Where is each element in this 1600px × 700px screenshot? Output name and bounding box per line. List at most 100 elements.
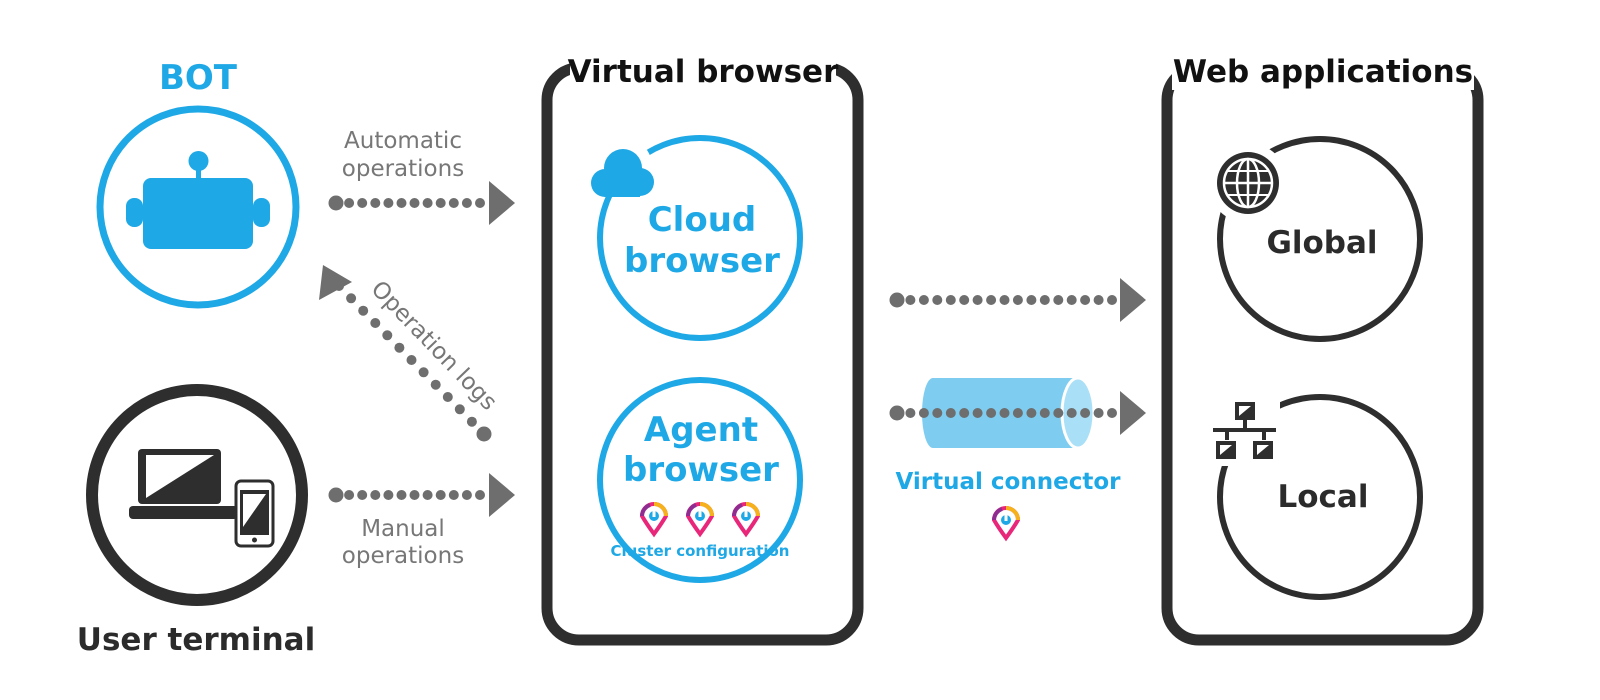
cloud-icon <box>580 138 654 197</box>
arrow-dot <box>972 408 983 418</box>
arrow-dot <box>418 367 429 378</box>
global-arrow-dots <box>889 292 1117 308</box>
arrow-dot <box>1039 408 1050 418</box>
arrow-dot <box>1026 295 1037 305</box>
global-label: Global <box>1266 225 1377 261</box>
arrow-dot <box>370 490 381 500</box>
manual-operations-dots <box>328 487 485 503</box>
arrow-dot <box>986 408 997 418</box>
arrow-dot <box>945 295 956 305</box>
automatic-operations-arrowhead <box>489 181 515 225</box>
arrow-dot <box>396 198 407 208</box>
arrow-dot <box>430 379 441 390</box>
arrow-dot <box>344 198 355 208</box>
arrow-dot <box>383 490 394 500</box>
arrow-dot <box>1093 295 1104 305</box>
virtual-connector-label: Virtual connector <box>896 469 1122 495</box>
cluster-logo-icon <box>639 502 669 538</box>
bot-circle <box>96 105 300 309</box>
local-label: Local <box>1278 479 1369 515</box>
manual-operations-label-line1: Manual <box>361 516 445 542</box>
arrow-dot <box>382 330 393 341</box>
arrow-dot <box>905 408 916 418</box>
agent-browser-label-line2: browser <box>623 450 779 490</box>
arrow-dot <box>370 318 381 328</box>
arrow-dot <box>448 198 459 208</box>
arrow-dot <box>1080 408 1091 418</box>
arrow-dot <box>476 426 492 442</box>
arrow-dot <box>1026 408 1037 418</box>
arrow-dot <box>406 355 417 365</box>
arrow-dot <box>986 295 997 305</box>
arrow-dot <box>435 198 446 208</box>
arrow-dot <box>1012 408 1023 418</box>
arrow-dot <box>1066 295 1077 305</box>
arrow-dot <box>1053 408 1064 418</box>
automatic-operations-dots <box>328 195 485 211</box>
arrow-dot <box>918 408 929 418</box>
arrow-dot <box>475 490 485 500</box>
arrow-dot <box>1080 295 1091 305</box>
arrow-dot <box>328 195 344 211</box>
global-arrow <box>889 278 1146 322</box>
web-applications-panel: Web applications Global <box>1161 50 1484 646</box>
arrow-dot <box>918 295 929 305</box>
arrow-dot <box>422 490 433 500</box>
operation-logs-label: Operation logs <box>366 276 502 416</box>
network-icon <box>1208 398 1280 466</box>
agent-browser-node: Agent browser Cluster configuration <box>597 377 803 583</box>
arrow-dot <box>409 490 420 500</box>
arrow-dot <box>466 416 477 427</box>
operation-logs-arrowhead <box>319 265 352 300</box>
arrow-dot <box>889 405 905 421</box>
arrow-dot <box>409 198 420 208</box>
arrow-dot <box>357 490 368 500</box>
arrow-dot <box>448 490 459 500</box>
arrow-dot <box>475 198 485 208</box>
robot-icon <box>126 151 270 249</box>
manual-operations-arrowhead <box>489 473 515 517</box>
arrow-dot <box>1066 408 1077 418</box>
laptop-icon <box>129 449 238 519</box>
arrow-dot <box>932 408 943 418</box>
arrow-dot <box>932 295 943 305</box>
manual-operations-label-line2: operations <box>342 543 464 569</box>
local-node: Local <box>1208 394 1423 600</box>
arrow-dot <box>999 408 1010 418</box>
arrow-dot <box>959 408 970 418</box>
cloud-browser-label-line1: Cloud <box>648 200 757 240</box>
arrow-dot <box>454 404 465 415</box>
virtual-browser-title: Virtual browser <box>568 54 839 90</box>
virtual-connector-arrowhead <box>1120 391 1146 435</box>
web-applications-frame <box>1161 62 1484 646</box>
arrow-dot <box>383 198 394 208</box>
bot-group: BOT <box>96 58 300 309</box>
web-applications-title: Web applications <box>1173 54 1473 90</box>
arrow-dot <box>461 198 472 208</box>
operation-logs-dots <box>334 281 492 442</box>
arrow-dot <box>1093 408 1104 418</box>
automatic-operations-label-line1: Automatic <box>344 128 462 154</box>
arrow-dot <box>972 295 983 305</box>
arrow-dot <box>945 408 956 418</box>
operation-logs-arrow: Operation logs <box>319 265 502 442</box>
arrow-dot <box>346 293 357 304</box>
arrow-dot <box>344 490 355 500</box>
arrow-dot <box>370 198 381 208</box>
phone-icon <box>234 479 275 548</box>
arrow-dot <box>1107 295 1117 305</box>
cluster-logo-icon <box>991 506 1021 542</box>
arrow-dot <box>461 490 472 500</box>
arrow-dot <box>999 295 1010 305</box>
arrow-dot <box>1053 295 1064 305</box>
automatic-operations-arrow: Automatic operations <box>328 128 515 225</box>
bot-label: BOT <box>159 58 238 98</box>
arrow-dot <box>422 198 433 208</box>
agent-browser-label-line1: Agent <box>644 410 758 450</box>
arrow-dot <box>435 490 446 500</box>
cloud-browser-label-line2: browser <box>624 241 780 281</box>
arrow-dot <box>357 198 368 208</box>
user-terminal-label: User terminal <box>77 622 315 658</box>
arrow-dot <box>328 487 344 503</box>
